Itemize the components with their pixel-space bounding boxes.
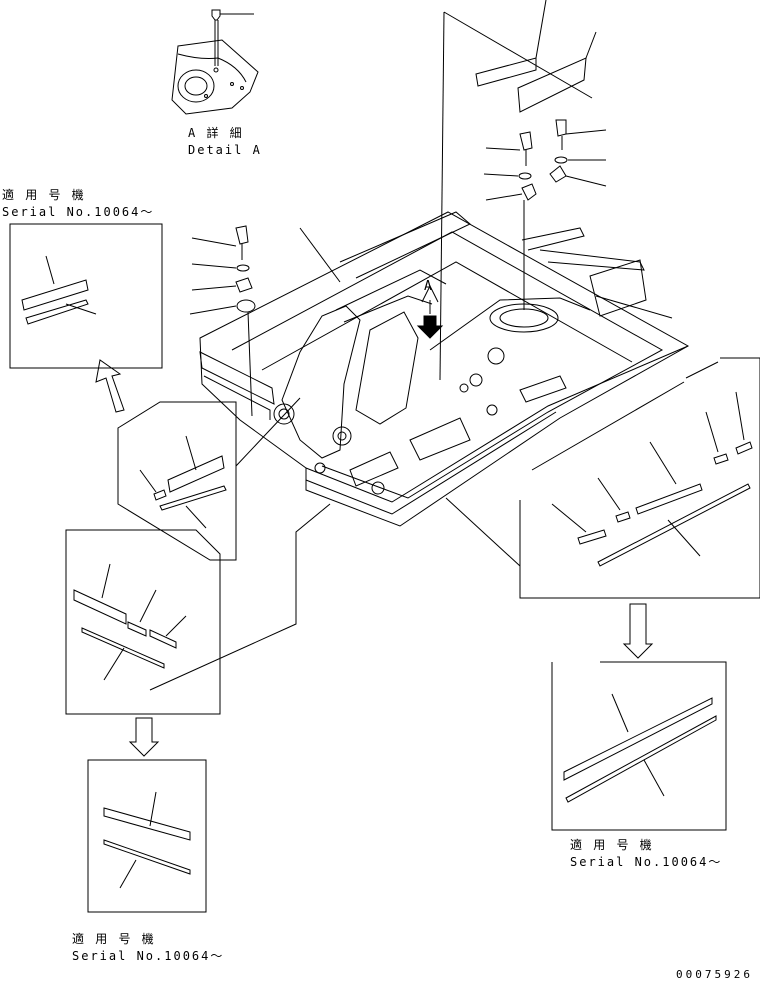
serial-label-lower-left-jp: 適 用 号 機 [72,932,156,946]
arrow-up-icon [95,359,125,413]
detail-box-right [445,357,760,599]
serial-label-upper-left-en: Serial No.10064～ [2,205,155,219]
bolt-stack-left [189,225,256,417]
detail-a-title-jp: A 詳 細 [188,126,244,140]
serial-box-lower-left [87,759,207,913]
serial-label-upper-left-jp: 適 用 号 機 [2,188,86,202]
drawing-code: 00075926 [676,968,753,981]
detail-box-left [65,503,331,715]
serial-label-lower-right-jp: 適 用 号 機 [570,838,654,852]
detail-a-view [171,9,259,115]
detail-box-mid-left [117,397,301,561]
revolving-frame [199,211,690,527]
arrow-down-icon [128,717,160,757]
serial-label-lower-left-en: Serial No.10064～ [72,949,225,963]
detail-a-title-en: Detail A [188,143,262,157]
arrow-down-icon [622,603,654,659]
serial-box-lower-right [551,661,727,831]
serial-box-upper-left [9,223,163,369]
view-marker-label: A [424,279,432,294]
serial-label-lower-right-en: Serial No.10064～ [570,855,723,869]
plates-and-bolts [475,0,607,201]
